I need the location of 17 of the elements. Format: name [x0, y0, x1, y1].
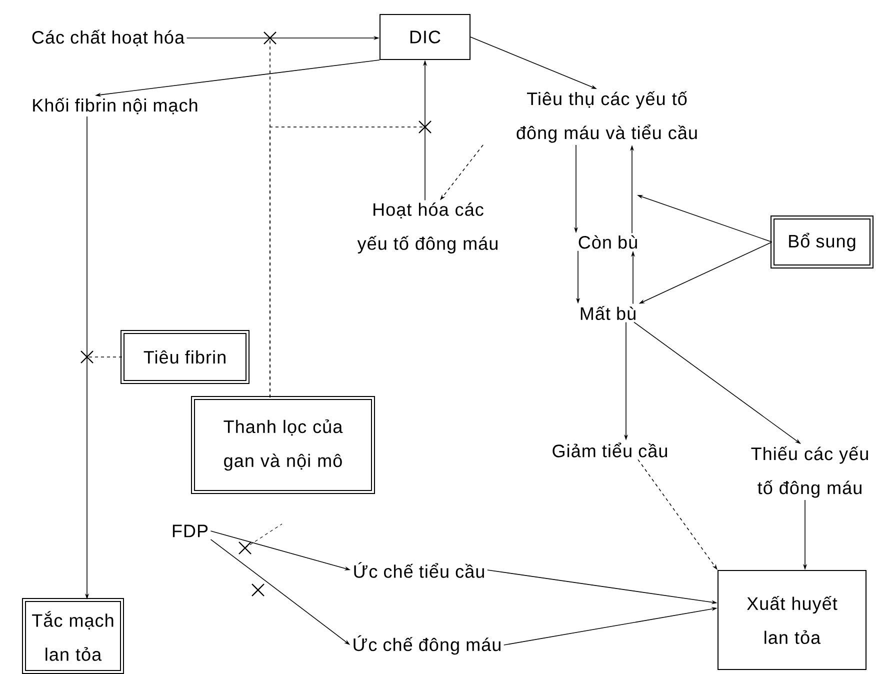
- process-text: Hoạt hóa các yếu tố đông máu: [357, 202, 498, 254]
- process-text: Giảm tiểu cầu: [552, 442, 667, 458]
- process-text: FDP: [172, 524, 208, 538]
- process-text: Tiêu thụ các yếu tố đông máu và tiểu cầu: [516, 91, 697, 143]
- process-text: Thiếu các yếu tố đông máu: [751, 446, 868, 498]
- process-box: DIC: [380, 14, 470, 60]
- process-text: Ức chế đông máu: [354, 635, 500, 655]
- process-text: Mất bù: [580, 306, 636, 320]
- process-text: Khối fibrin nội mạch: [33, 98, 198, 114]
- double-box: Tiêu fibrin: [120, 330, 250, 384]
- double-box: Bổ sung: [770, 216, 874, 268]
- double-box: Tắc mạch lan tỏa: [22, 598, 124, 674]
- process-box: Xuất huyết lan tỏa: [718, 570, 866, 670]
- process-text: Ức chế tiểu cầu: [354, 562, 484, 578]
- double-box: Thanh lọc của gan và nội mô: [191, 396, 375, 494]
- process-text: Các chất hoạt hóa: [32, 30, 185, 46]
- process-text: Còn bù: [578, 235, 637, 249]
